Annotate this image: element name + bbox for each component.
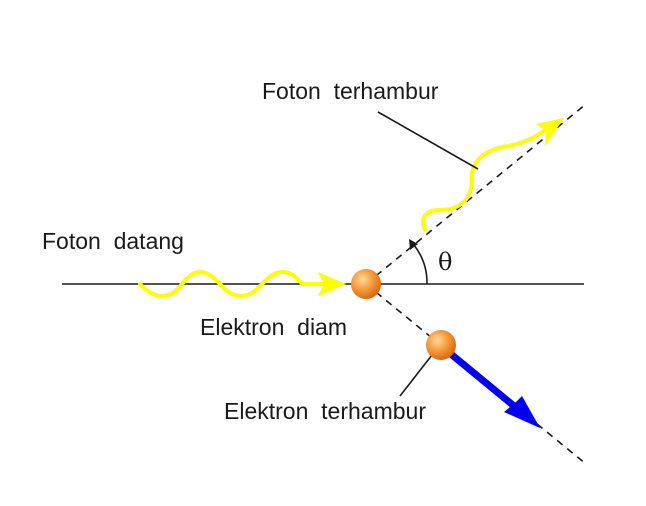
scattered-photon-wave xyxy=(421,128,547,232)
scattered-electron-leader xyxy=(399,354,433,397)
incoming-photon-arrowhead xyxy=(318,272,346,296)
label-electron-at-rest: Elektron diam xyxy=(200,314,347,340)
angle-arc-arrowhead xyxy=(409,239,418,250)
scattered-electron-ball xyxy=(426,330,456,360)
scattered-electron-track xyxy=(443,347,517,409)
scattered-photon-arrowhead xyxy=(536,118,564,146)
label-angle-theta: θ xyxy=(438,248,452,276)
label-incoming-photon: Foton datang xyxy=(42,228,184,254)
angle-arc xyxy=(413,244,428,285)
scattered-photon-leader xyxy=(377,111,479,170)
scattered-electron-direction-dashed xyxy=(365,283,587,465)
electron-at-rest-ball xyxy=(351,269,381,299)
label-scattered-photon: Foton terhambur xyxy=(262,78,439,104)
incoming-photon-wave xyxy=(138,270,324,298)
label-scattered-electron: Elektron terhambur xyxy=(224,398,426,424)
scattered-electron-arrowhead xyxy=(504,396,540,428)
